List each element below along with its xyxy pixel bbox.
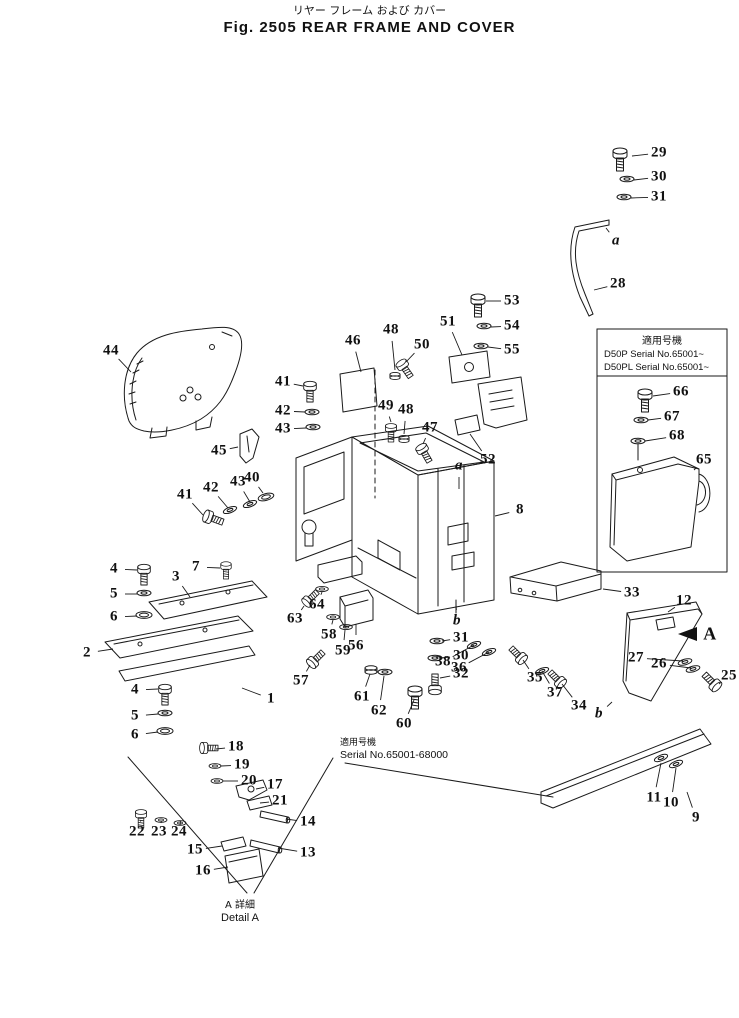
bracket-45-drawing bbox=[239, 428, 260, 464]
applicability-box: 適用号機 D50P Serial No.65001~ D50PL Serial … bbox=[599, 332, 725, 373]
rod-28-drawing bbox=[570, 219, 610, 317]
latch-bracket-drawing bbox=[339, 589, 374, 628]
applicability-row-d50pl: D50PL Serial No.65001~ bbox=[604, 362, 710, 373]
detail-a-label-english: Detail A bbox=[221, 912, 259, 924]
detail-a-label-japanese: A 詳細 bbox=[224, 900, 256, 911]
side-cover-drawing bbox=[622, 601, 703, 702]
detail-a-label: A 詳細 Detail A bbox=[195, 896, 285, 924]
bottom-plate-drawing bbox=[540, 728, 712, 809]
serial-note-heading: 適用号機 bbox=[340, 738, 377, 748]
applicability-group-drawing bbox=[596, 328, 728, 573]
detail-a-drawing bbox=[127, 756, 554, 894]
figure-title-block: リヤー フレーム および カバー Fig. 2505 REAR FRAME AN… bbox=[0, 2, 739, 36]
left-cover-drawing bbox=[123, 326, 243, 439]
floor-plates-drawing bbox=[104, 580, 268, 682]
rear-frame-drawing bbox=[295, 425, 495, 615]
serial-note-range: Serial No.65001-68000 bbox=[340, 749, 448, 761]
figure-title-japanese: リヤー フレーム および カバー bbox=[292, 4, 447, 17]
guard-bracket-drawing bbox=[448, 350, 528, 436]
plate-46-drawing bbox=[339, 367, 378, 413]
detail-a-arrow bbox=[678, 627, 697, 641]
applicability-heading: 適用号機 bbox=[642, 336, 682, 347]
figure-title: Fig. 2505 REAR FRAME AND COVER bbox=[223, 19, 516, 36]
applicability-row-d50p: D50P Serial No.65001~ bbox=[604, 349, 704, 360]
step-bracket-drawing bbox=[509, 561, 602, 602]
serial-note: 適用号機 Serial No.65001-68000 bbox=[340, 735, 500, 761]
